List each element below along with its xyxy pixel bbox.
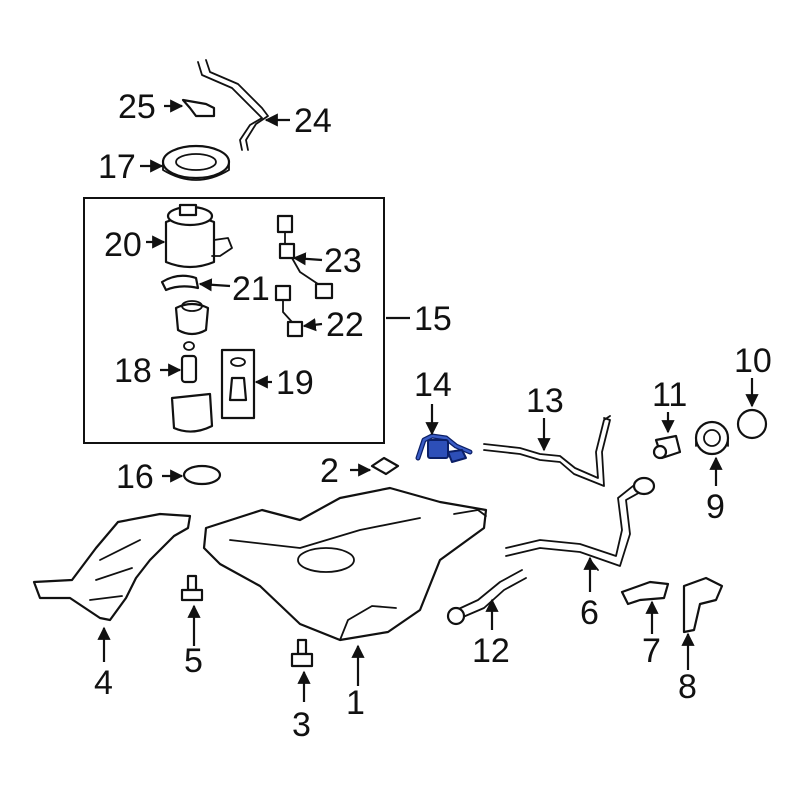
part-5-bolt[interactable] xyxy=(180,574,204,602)
part-16-o-ring[interactable] xyxy=(182,464,222,486)
part-7-bracket[interactable] xyxy=(620,580,670,606)
callout-19: 19 xyxy=(276,364,314,402)
part-24-tube[interactable] xyxy=(197,59,269,151)
part-8-bracket[interactable] xyxy=(682,576,724,634)
callout-9: 9 xyxy=(706,488,725,526)
callout-10: 10 xyxy=(734,342,772,380)
part-15-kit-box xyxy=(83,197,385,444)
part-1-fuel-tank[interactable] xyxy=(202,486,488,642)
part-14-highlighted-valve[interactable] xyxy=(415,433,473,463)
callout-21: 21 xyxy=(232,270,270,308)
part-21-clip[interactable] xyxy=(160,274,200,292)
callout-12: 12 xyxy=(472,632,510,670)
callout-1: 1 xyxy=(346,684,365,722)
part-filter-body[interactable] xyxy=(174,300,210,336)
callout-3: 3 xyxy=(292,706,311,744)
part-20-pump-module[interactable] xyxy=(164,203,233,269)
part-4-heat-shield[interactable] xyxy=(32,512,192,622)
callout-15: 15 xyxy=(414,300,452,338)
callout-20: 20 xyxy=(104,226,142,264)
callout-24: 24 xyxy=(294,102,332,140)
callout-18: 18 xyxy=(114,352,152,390)
leader-lines xyxy=(97,99,759,702)
part-strainer[interactable] xyxy=(170,392,214,433)
callout-8: 8 xyxy=(678,668,697,706)
part-12-hose[interactable] xyxy=(446,569,527,626)
part-25-clip[interactable] xyxy=(181,98,216,118)
part-9-grommet[interactable] xyxy=(694,420,730,456)
callout-23: 23 xyxy=(324,242,362,280)
callout-4: 4 xyxy=(94,664,113,702)
callout-6: 6 xyxy=(580,594,599,632)
callout-17: 17 xyxy=(98,148,136,186)
callout-7: 7 xyxy=(642,632,661,670)
part-6-filler-pipe[interactable] xyxy=(505,476,656,571)
callout-16: 16 xyxy=(116,458,154,496)
part-10-cap[interactable] xyxy=(736,408,768,440)
part-13-tube[interactable] xyxy=(483,415,611,487)
part-11-valve[interactable] xyxy=(652,434,682,460)
part-19-sensor-box[interactable] xyxy=(220,348,256,420)
callout-2: 2 xyxy=(320,452,339,490)
part-2-pad[interactable] xyxy=(370,456,400,476)
callout-14: 14 xyxy=(414,366,452,404)
part-3-bolt[interactable] xyxy=(290,638,314,668)
part-22-harness[interactable] xyxy=(274,284,304,338)
part-18-fuel-pump[interactable] xyxy=(180,341,198,384)
callout-13: 13 xyxy=(526,382,564,420)
part-17-lock-ring[interactable] xyxy=(161,144,231,181)
callout-5: 5 xyxy=(184,642,203,680)
callout-25: 25 xyxy=(118,88,156,126)
callout-22: 22 xyxy=(326,306,364,344)
callout-11: 11 xyxy=(652,376,687,414)
callout-labels: 1 2 3 4 5 6 7 8 9 10 11 12 13 14 15 16 1… xyxy=(94,88,772,744)
